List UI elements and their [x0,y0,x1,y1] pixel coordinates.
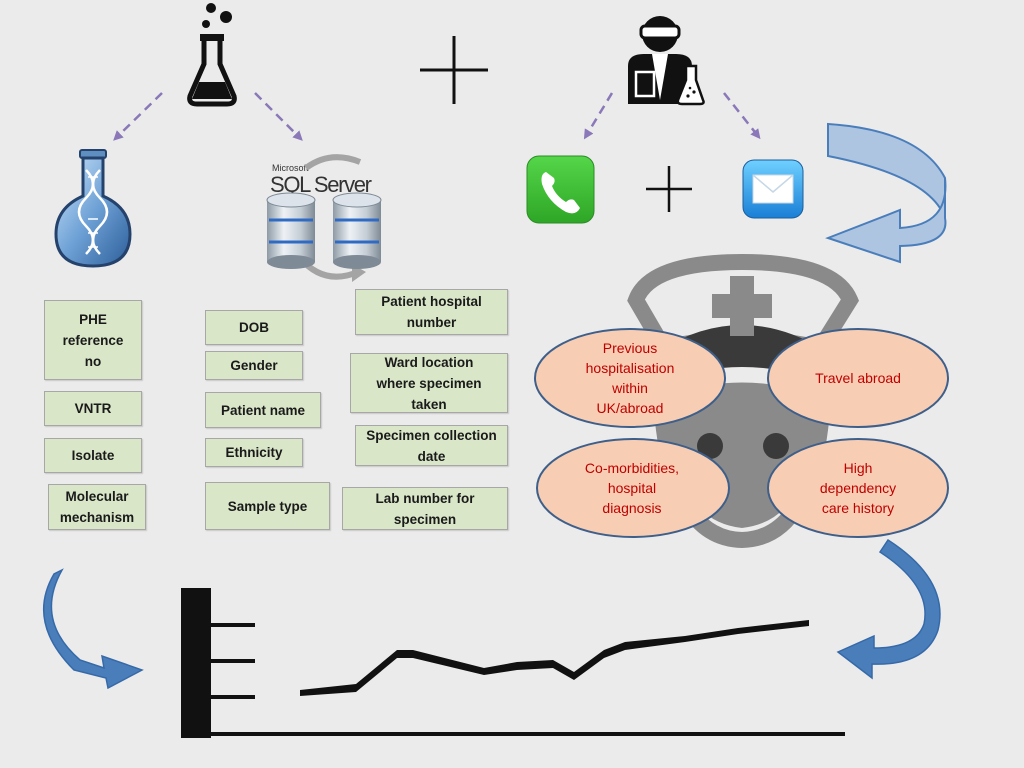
curved-arrow-top-right [825,122,947,264]
field-dob: DOB [205,310,303,345]
field-phe-reference: PHE reference no [44,300,142,380]
oval-label-co-morbidities: Co-morbidities, hospital diagnosis [584,460,680,516]
dashed-arrows [113,92,761,141]
oval-previous-hospitalisation [534,328,726,428]
dashed-arrow [583,92,614,140]
clinical-ovals [534,328,949,538]
dashed-arrow [113,92,163,141]
oval-label-travel-abroad: Travel abroad [815,370,901,386]
plus-icon [420,36,488,104]
field-isolate: Isolate [44,438,142,473]
oval-high-dependency [767,438,949,538]
field-vntr: VNTR [44,391,142,426]
dashed-arrow [723,92,761,140]
oval-label-previous-hospitalisation: Previous hospitalisation within UK/abroa… [585,340,675,416]
dna-flask-icon [54,149,132,268]
sql-server-small-text: Microsoft [272,163,309,173]
dashed-arrow [254,92,303,141]
field-patient-hospital-number: Patient hospital number [355,289,508,335]
oval-travel-abroad [767,328,949,428]
field-specimen-collection-date: Specimen collection date [355,425,508,466]
oval-co-morbidities [536,438,730,538]
oval-label-high-dependency: High dependency care history [819,460,897,516]
field-patient-name: Patient name [205,392,321,428]
field-molecular-mechanism: Molecular mechanism [48,484,146,530]
phone-icon [526,155,595,224]
chemistry-flask-icon [187,3,237,107]
field-sample-type: Sample type [205,482,330,530]
scientist-icon [628,16,705,106]
curved-arrow-left [42,568,144,690]
field-ward-location: Ward location where specimen taken [350,353,508,413]
field-gender: Gender [205,351,303,380]
field-lab-number: Lab number for specimen [342,487,508,530]
plus-icon [646,166,692,212]
timeline-graph [181,588,845,738]
sql-server-database-icon: Microsoft SQL Server [266,154,382,282]
field-ethnicity: Ethnicity [205,438,303,467]
mail-icon [742,159,804,219]
curved-arrow-right [836,538,941,680]
